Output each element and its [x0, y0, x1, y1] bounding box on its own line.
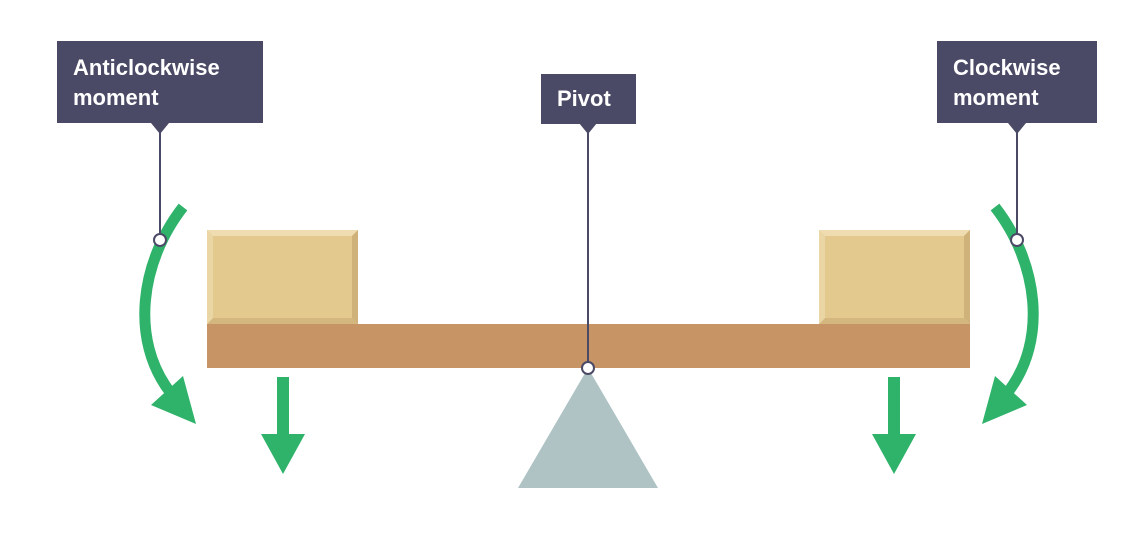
pivot-label: Pivot: [541, 74, 636, 134]
clockwise-arrow: [982, 203, 1039, 424]
clockwise-label-line2: moment: [953, 85, 1039, 110]
anticlockwise-label: Anticlockwise moment: [57, 41, 263, 134]
anticlockwise-point: [153, 233, 167, 247]
left-weight-box: [207, 230, 358, 324]
right-weight-arrow: [872, 377, 916, 474]
clockwise-label-line1: Clockwise: [953, 55, 1061, 80]
anticlockwise-arrow: [139, 203, 196, 424]
anticlockwise-label-line2: moment: [73, 85, 159, 110]
clockwise-label: Clockwise moment: [937, 41, 1097, 134]
pivot-triangle: [518, 368, 658, 488]
pivot-point: [581, 361, 595, 375]
clockwise-point: [1010, 233, 1024, 247]
right-weight-box: [819, 230, 970, 324]
pivot-label-text: Pivot: [557, 86, 611, 111]
anticlockwise-label-line1: Anticlockwise: [73, 55, 220, 80]
left-weight-arrow: [261, 377, 305, 474]
